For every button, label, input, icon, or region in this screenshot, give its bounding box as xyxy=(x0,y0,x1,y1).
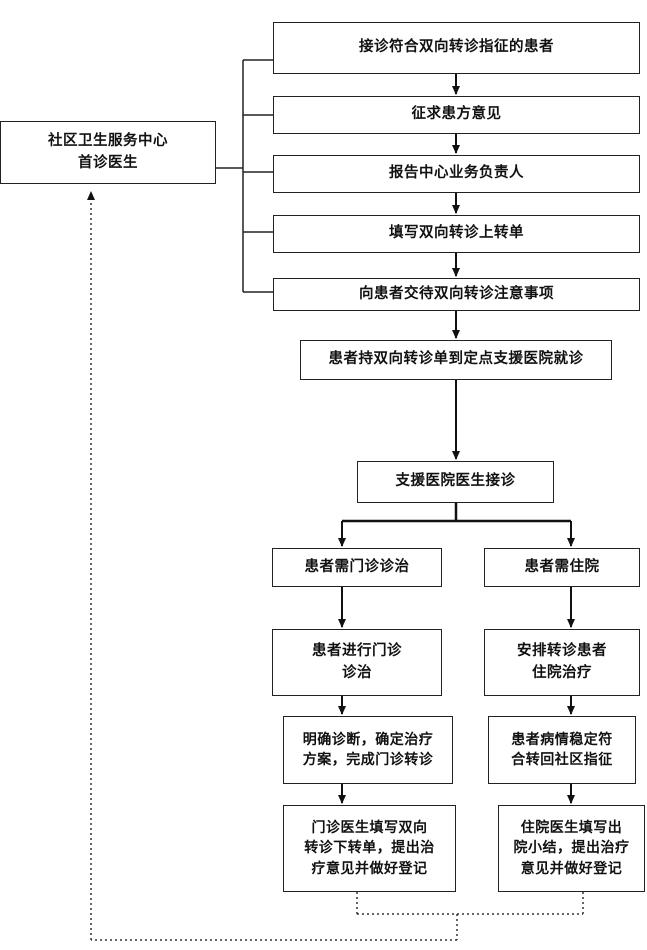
step4-box: 填写双向转诊上转单 xyxy=(273,215,640,253)
step5-text: 向患者交待双向转诊注意事项 xyxy=(359,285,554,302)
inpatient-treat-box: 安排转诊患者 住院治疗 xyxy=(484,629,640,696)
inpatient-text: 患者需住院 xyxy=(524,558,600,575)
outpatient-treat-line-1: 患者进行门诊 xyxy=(312,643,402,660)
inpatient-stable-line-1: 患者病情稳定符 xyxy=(511,731,613,748)
step3-text: 报告中心业务负责人 xyxy=(389,165,524,182)
inpatient-form-line-1: 住院医生填写出 xyxy=(520,820,623,837)
step1-text: 接诊符合双向转诊指征的患者 xyxy=(359,39,554,56)
inpatient-form-line-3: 意见并做好登记 xyxy=(520,860,623,877)
outpatient-form-line-3: 疗意见并做好登记 xyxy=(311,860,428,877)
step2-box: 征求患方意见 xyxy=(273,96,640,134)
inpatient-box: 患者需住院 xyxy=(484,548,640,587)
outpatient-diag-box: 明确诊断，确定治疗 方案，完成门诊转诊 xyxy=(283,716,453,784)
outpatient-diag-line-2: 方案，完成门诊转诊 xyxy=(302,752,434,768)
step5-box: 向患者交待双向转诊注意事项 xyxy=(273,278,640,311)
inpatient-treat-line-2: 住院治疗 xyxy=(532,664,592,681)
outpatient-form-line-2: 转诊下转单，提出治 xyxy=(304,840,435,857)
inpatient-form-box: 住院医生填写出 院小结，提出治疗 意见并做好登记 xyxy=(498,805,645,892)
step1-box: 接诊符合双向转诊指征的患者 xyxy=(273,22,640,74)
step7-text: 支援医院医生接诊 xyxy=(395,473,516,490)
outpatient-form-box: 门诊医生填写双向 转诊下转单，提出治 疗意见并做好登记 xyxy=(283,805,456,892)
outpatient-treat-box: 患者进行门诊 诊治 xyxy=(272,629,442,696)
outpatient-treat-line-2: 诊治 xyxy=(342,664,372,681)
outpatient-box: 患者需门诊诊治 xyxy=(272,548,442,587)
inpatient-form-line-2: 院小结，提出治疗 xyxy=(513,840,630,857)
step2-text: 征求患方意见 xyxy=(411,106,502,123)
step7-box: 支援医院医生接诊 xyxy=(357,461,554,503)
outpatient-form-line-1: 门诊医生填写双向 xyxy=(311,820,428,837)
inpatient-stable-line-2: 合转回社区指征 xyxy=(511,752,613,768)
inpatient-treat-line-1: 安排转诊患者 xyxy=(517,643,607,660)
community-doctor-box: 社区卫生服务中心 首诊医生 xyxy=(0,121,216,184)
community-doctor-line-2: 首诊医生 xyxy=(78,154,138,171)
step6-box: 患者持双向转诊单到定点支援医院就诊 xyxy=(300,340,612,380)
outpatient-text: 患者需门诊诊治 xyxy=(304,558,410,575)
outpatient-diag-line-1: 明确诊断，确定治疗 xyxy=(302,731,434,748)
step6-text: 患者持双向转诊单到定点支援医院就诊 xyxy=(328,351,584,368)
inpatient-stable-box: 患者病情稳定符 合转回社区指征 xyxy=(488,716,636,784)
community-doctor-line-1: 社区卫生服务中心 xyxy=(48,133,168,150)
step4-text: 填写双向转诊上转单 xyxy=(389,225,524,242)
step3-box: 报告中心业务负责人 xyxy=(273,155,640,193)
